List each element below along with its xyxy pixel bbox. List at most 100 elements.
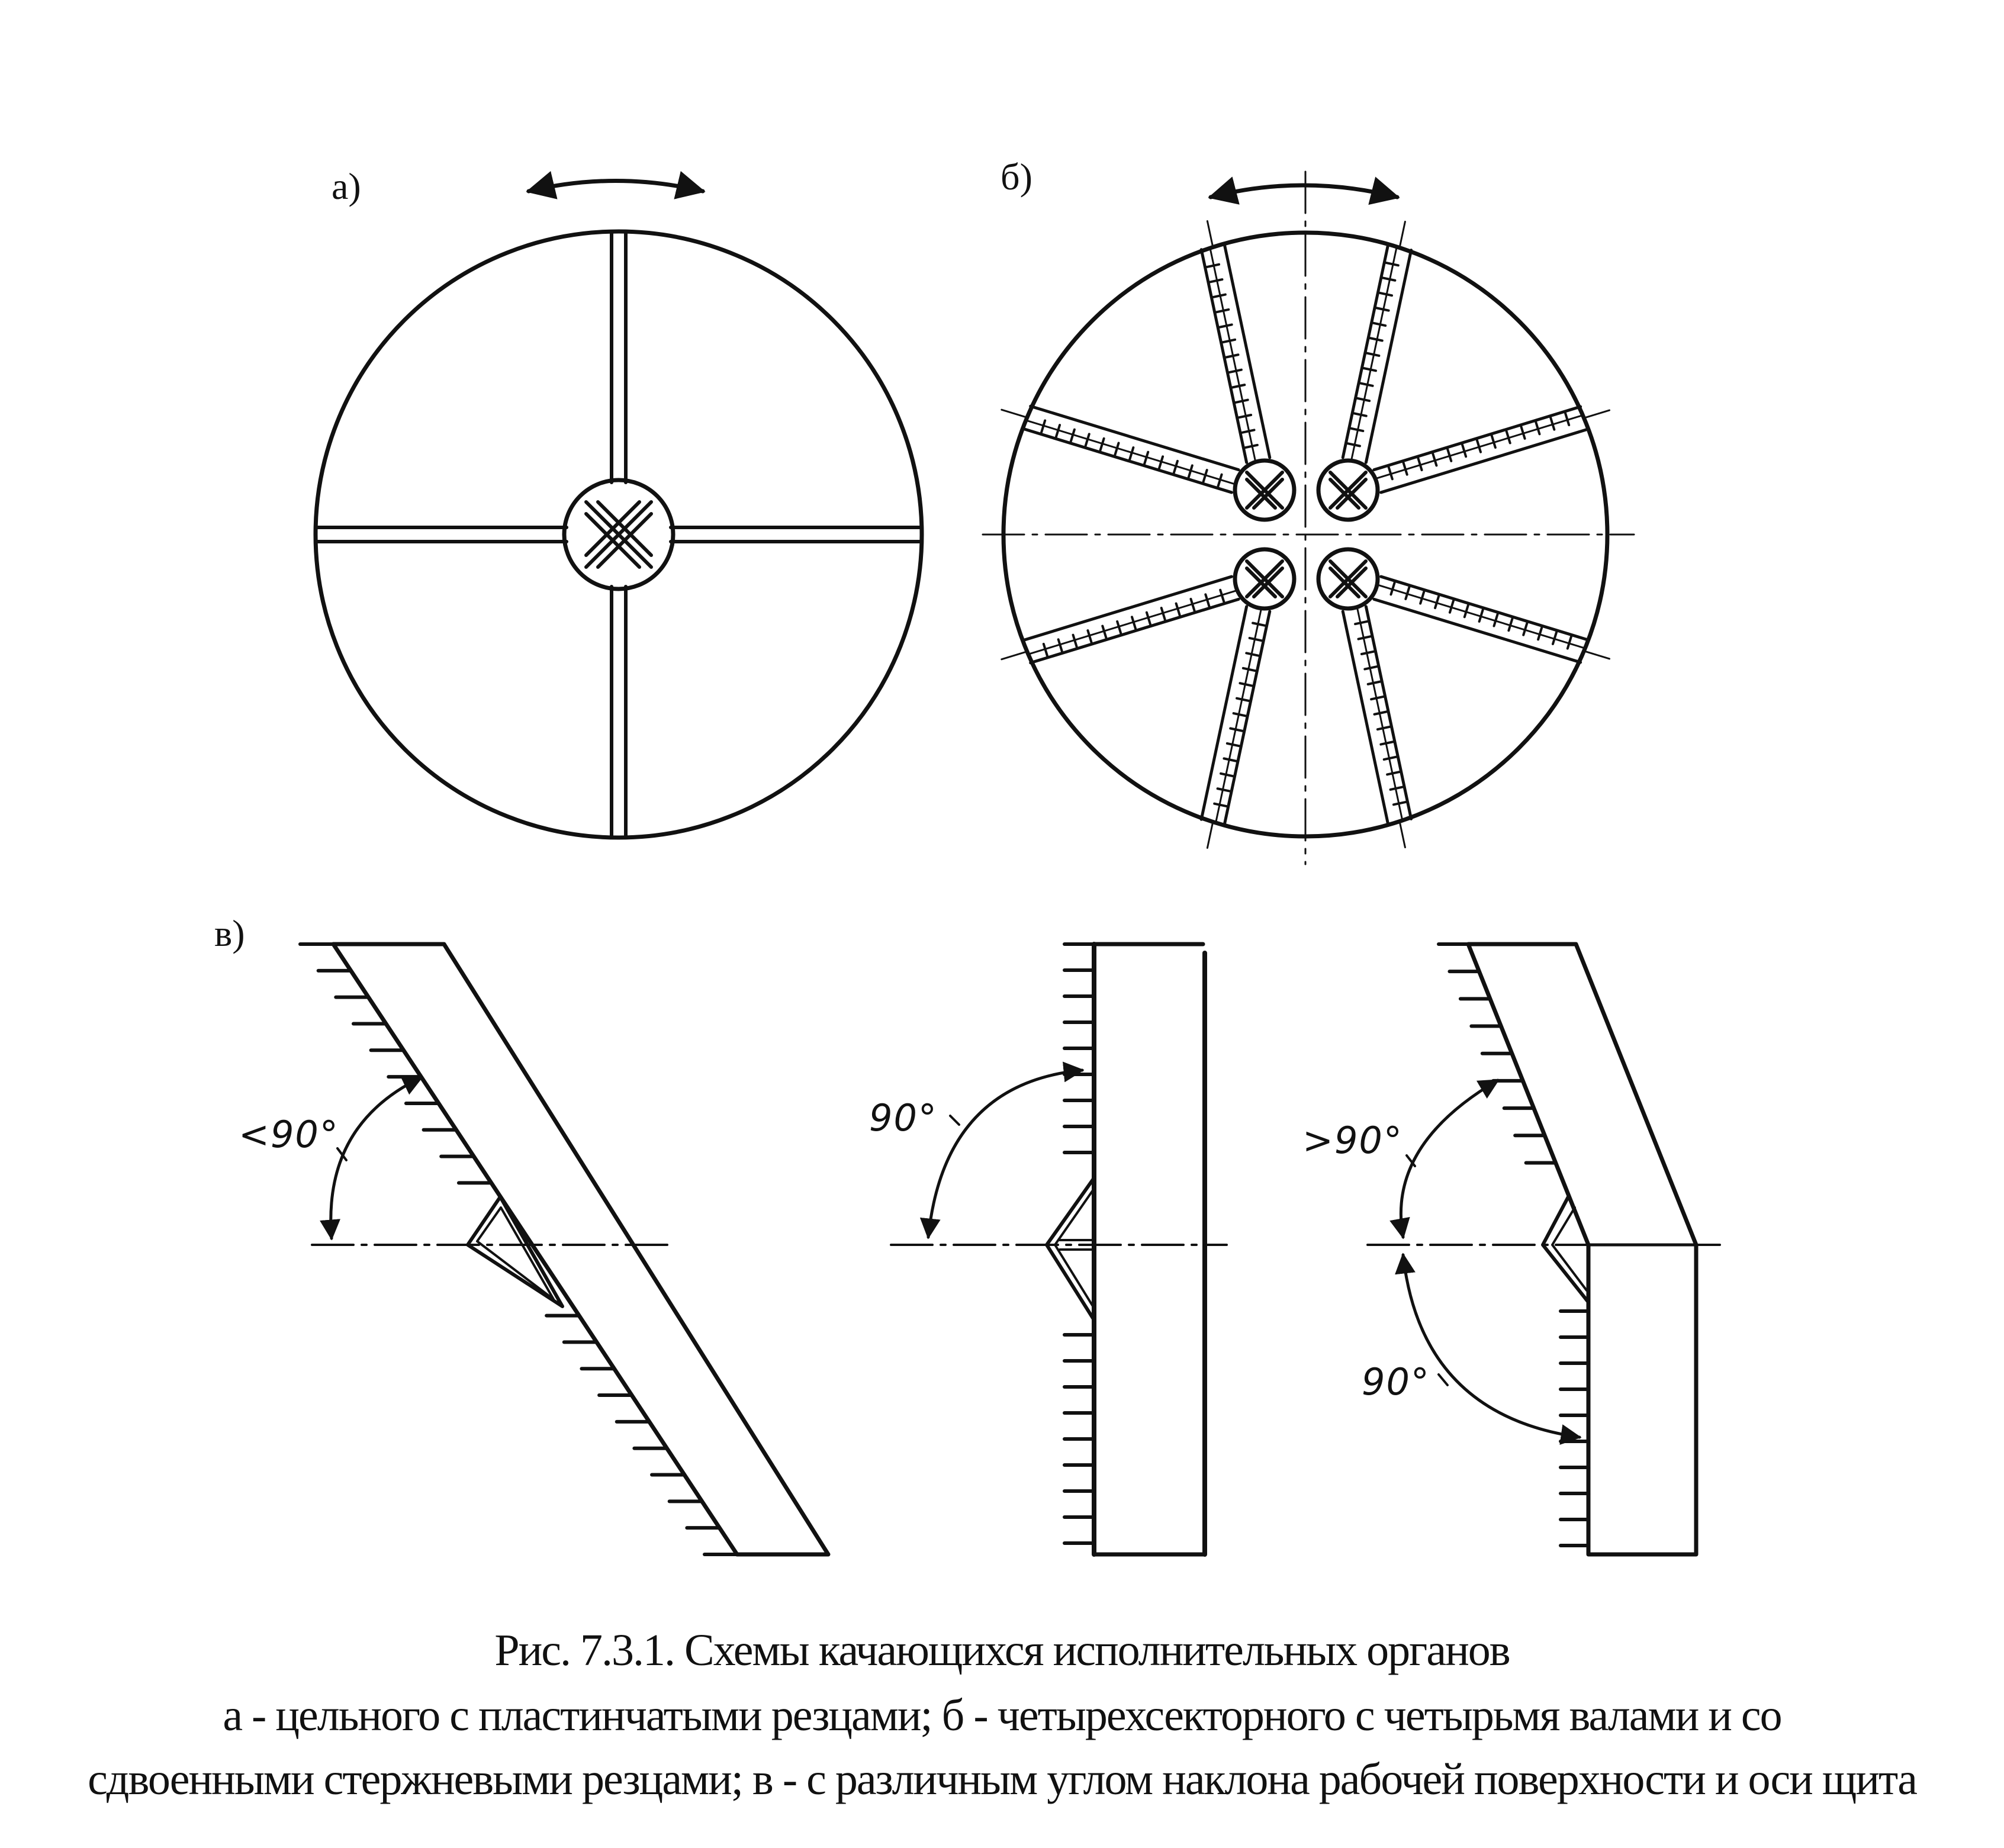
rod-cutter bbox=[1086, 434, 1089, 446]
vertical-face-right bbox=[891, 944, 1227, 1554]
rod-cutter bbox=[1355, 622, 1368, 624]
arm-edge bbox=[1201, 607, 1246, 820]
rod-cutter bbox=[1044, 644, 1047, 656]
rod-cutter bbox=[1477, 440, 1481, 452]
rod-cutter bbox=[1229, 370, 1241, 372]
rod-cutter bbox=[1435, 596, 1439, 608]
rod-cutter bbox=[1420, 591, 1424, 603]
rod-cutter bbox=[1236, 400, 1248, 403]
rod-cutter bbox=[1240, 683, 1252, 685]
cutter-teeth bbox=[300, 944, 737, 1554]
angle-label-acute: <90° bbox=[239, 1113, 339, 1156]
rod-cutter bbox=[1362, 652, 1374, 654]
rod-cutter bbox=[1100, 439, 1104, 450]
arm-edge bbox=[1031, 599, 1239, 662]
hub-cross bbox=[1247, 568, 1275, 597]
rod-cutter bbox=[1071, 430, 1075, 442]
angle-label-obtuse: >90° bbox=[1302, 1119, 1403, 1162]
hub-cross bbox=[1247, 561, 1282, 597]
rod-cutter bbox=[1191, 599, 1194, 611]
rod-cutter bbox=[1351, 429, 1363, 431]
arm-edge bbox=[1374, 599, 1581, 662]
rod-cutter bbox=[1115, 443, 1118, 455]
rod-cutter bbox=[1404, 463, 1407, 475]
rod-cutter bbox=[1383, 278, 1395, 280]
rod-cutter bbox=[1130, 447, 1133, 459]
rod-cutter bbox=[1405, 587, 1409, 599]
rod-cutter bbox=[1363, 368, 1376, 371]
panel-v-drawing bbox=[300, 944, 1720, 1554]
hub-cross bbox=[1337, 568, 1366, 597]
rod-cutter bbox=[1242, 430, 1254, 432]
rod-cutter bbox=[1379, 293, 1392, 295]
rod-cutter bbox=[1568, 636, 1571, 648]
rod-cutter bbox=[1391, 582, 1394, 594]
arm-edge bbox=[1366, 250, 1411, 463]
rod-cutter bbox=[1176, 603, 1180, 615]
rod-cutter bbox=[1394, 802, 1406, 804]
rod-cutter bbox=[1234, 713, 1246, 716]
rod-cutter bbox=[1447, 449, 1451, 461]
rod-cutter bbox=[1230, 729, 1243, 731]
cutter-tip bbox=[468, 1197, 562, 1306]
rod-cutter bbox=[1492, 436, 1495, 447]
angle-arc bbox=[1389, 1080, 1500, 1239]
rod-cutter bbox=[1479, 610, 1483, 622]
hub-cross bbox=[1337, 479, 1366, 508]
rod-cutter bbox=[1462, 445, 1466, 456]
rod-cutter bbox=[1384, 757, 1397, 759]
panel-a-drawing bbox=[316, 170, 922, 838]
caption-line-1: Рис. 7.3.1. Схемы качающихся исполнитель… bbox=[494, 1625, 1510, 1675]
rod-cutter bbox=[1132, 617, 1136, 629]
rod-cutter bbox=[1056, 425, 1060, 437]
hub-cross bbox=[1254, 479, 1282, 508]
rod-cutter bbox=[1368, 682, 1381, 684]
hub-cross bbox=[1330, 561, 1366, 597]
rod-cutter bbox=[1418, 458, 1421, 470]
rod-cutter bbox=[1227, 743, 1240, 746]
panel-b-drawing bbox=[983, 172, 1634, 864]
rod-cutter bbox=[1204, 470, 1207, 482]
central-hub bbox=[564, 480, 673, 589]
panel-a-label: а) bbox=[332, 165, 361, 207]
arm-extension bbox=[1002, 410, 1027, 417]
rod-cutter bbox=[1359, 636, 1371, 639]
rod-cutter bbox=[1523, 623, 1527, 635]
cutter-tip bbox=[1543, 1196, 1588, 1302]
rod-cutter bbox=[1205, 594, 1209, 606]
rod-cutter bbox=[1387, 772, 1400, 774]
panel-v-label: в) bbox=[214, 912, 245, 954]
rod-cutter bbox=[1220, 324, 1232, 327]
rod-cutter bbox=[1218, 475, 1221, 487]
rod-cutter bbox=[1565, 413, 1569, 425]
rod-cutter bbox=[1239, 415, 1252, 417]
rod-cutter bbox=[1162, 608, 1165, 620]
rod-cutter bbox=[1494, 614, 1498, 626]
rod-cutter bbox=[1386, 263, 1398, 265]
arm-rail bbox=[1216, 610, 1261, 823]
arm-edge bbox=[1381, 429, 1588, 492]
rod-cutter bbox=[1220, 590, 1224, 602]
rod-cutter bbox=[1117, 622, 1121, 633]
cutting-disc bbox=[316, 231, 922, 838]
axis-lines bbox=[983, 172, 1634, 864]
rod-cutter bbox=[1367, 353, 1379, 356]
rod-cutter bbox=[1433, 453, 1436, 465]
arm-edge bbox=[1224, 244, 1269, 458]
arm-extension bbox=[1207, 221, 1212, 247]
rod-cutter bbox=[1159, 456, 1163, 468]
swing-arrow bbox=[1208, 176, 1400, 205]
rod-cutter bbox=[1378, 727, 1390, 729]
panel-b-label: б) bbox=[1001, 156, 1032, 198]
rod-cutter bbox=[1223, 340, 1236, 342]
arm-rail bbox=[1026, 420, 1234, 484]
rod-cutter bbox=[1375, 711, 1387, 714]
bent-face-obtuse bbox=[1368, 944, 1720, 1554]
rod-cutter bbox=[1354, 413, 1366, 416]
arm-edge bbox=[1031, 406, 1239, 469]
rod-cutter bbox=[1253, 623, 1265, 625]
rod-cutter bbox=[1536, 422, 1539, 434]
inclined-face-acute bbox=[300, 944, 828, 1554]
rod-cutter bbox=[1174, 461, 1178, 473]
